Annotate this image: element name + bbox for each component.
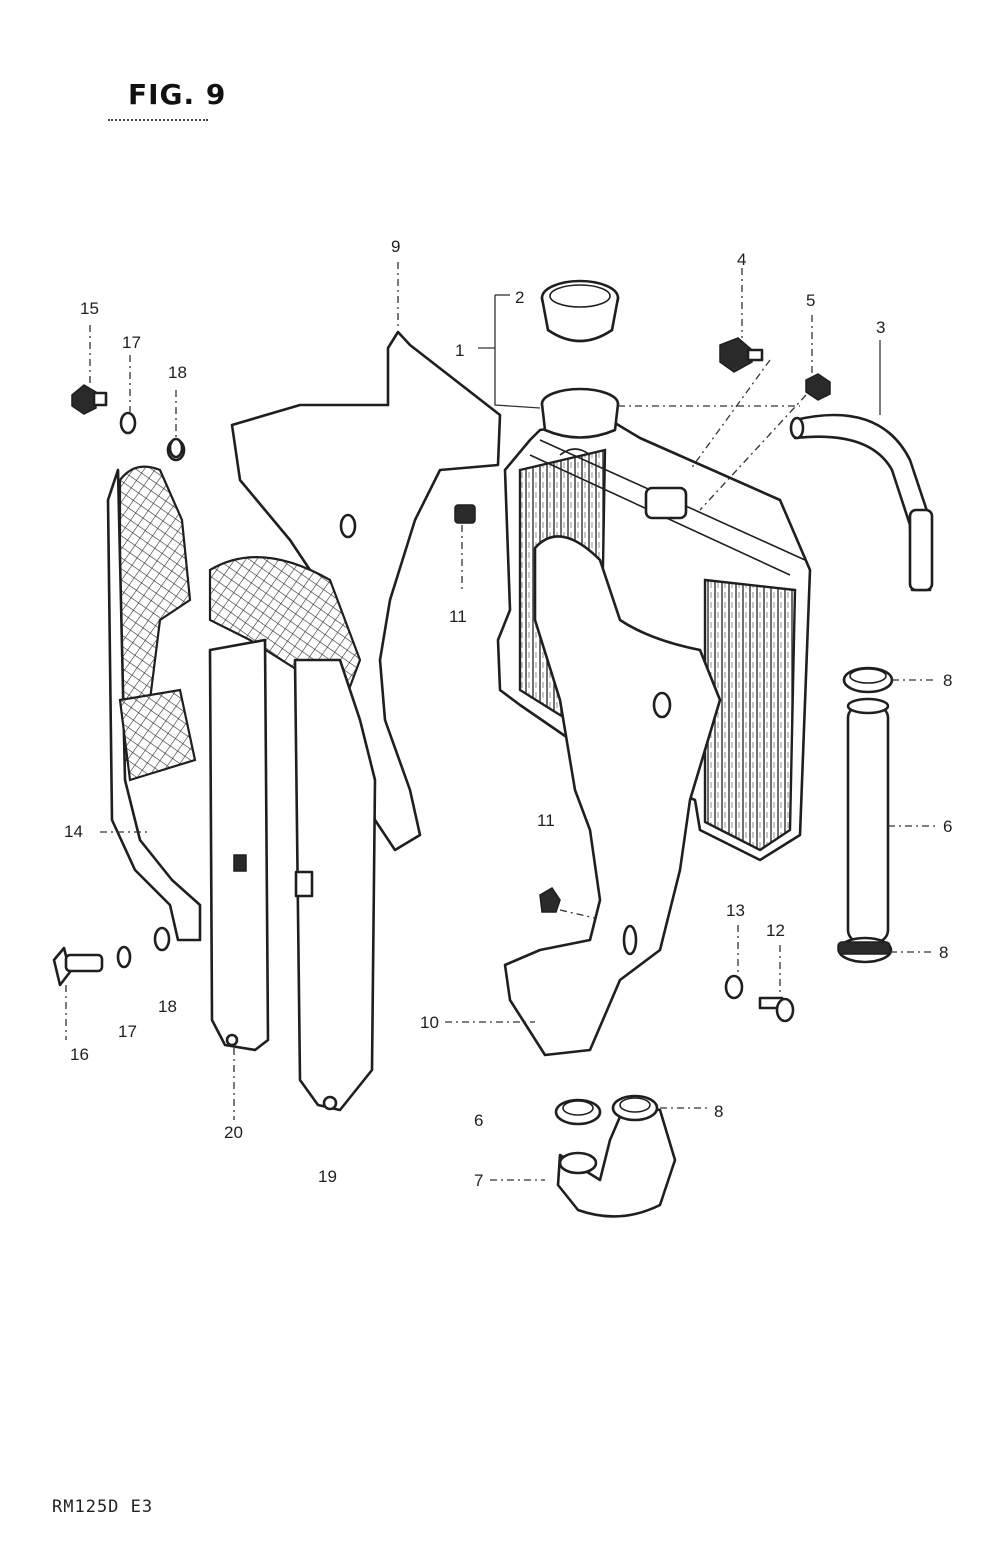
cushion-11-upper (454, 504, 476, 524)
cushion-11-lower (539, 886, 561, 913)
hose-clamp-8-mid (837, 936, 893, 964)
side-shroud-9 (230, 330, 502, 852)
model-code: RM125D E3 (52, 1497, 154, 1517)
callout-10: 10 (420, 1013, 439, 1032)
bracket-20 (208, 638, 270, 1052)
washer-18-upper (168, 437, 184, 459)
hose-clamp-8-bottom (611, 1094, 659, 1122)
callout-6-lower: 6 (474, 1111, 483, 1130)
hose-clamp-6-bottom (554, 1098, 602, 1126)
bolt-16 (52, 946, 104, 987)
callout-20: 20 (224, 1123, 243, 1142)
washer-17-lower (116, 945, 132, 969)
callout-13: 13 (726, 901, 745, 920)
radiator-shroud (503, 535, 722, 1057)
screw-12 (758, 996, 795, 1023)
callout-1: 1 (455, 341, 464, 360)
callout-17-lower: 17 (118, 1022, 137, 1041)
radiator-cap (540, 279, 620, 343)
callout-19: 19 (318, 1167, 337, 1186)
callout-5: 5 (806, 291, 815, 310)
figure-title: FIG. 9 (128, 78, 227, 111)
hose-clamp-8-top (842, 666, 894, 694)
callout-15: 15 (80, 299, 99, 318)
callout-9: 9 (391, 237, 400, 256)
callout-6-upper: 6 (943, 817, 952, 836)
callout-8-top: 8 (943, 671, 952, 690)
callout-4: 4 (737, 250, 746, 269)
title-underline (108, 119, 208, 121)
washer-13 (724, 974, 744, 1000)
leader-lines (65, 262, 935, 1181)
bracket-19 (293, 658, 377, 1112)
callout-12: 12 (766, 921, 785, 940)
callout-3: 3 (876, 318, 885, 337)
radiator-hose-3 (789, 413, 934, 592)
callout-17-upper: 17 (122, 333, 141, 352)
radiator-hose-6 (846, 697, 890, 944)
callout-8-bottom: 8 (714, 1102, 723, 1121)
washer-18-lower (153, 926, 171, 952)
callout-7: 7 (474, 1171, 483, 1190)
callout-labels: 1 2 3 4 5 6 6 7 8 8 8 9 10 11 11 12 13 1… (64, 237, 952, 1190)
callout-8-mid: 8 (939, 943, 948, 962)
nut-5 (805, 373, 831, 401)
callout-16: 16 (70, 1045, 89, 1064)
callout-18-lower: 18 (158, 997, 177, 1016)
washer-17-upper (119, 411, 137, 435)
callout-11-lower: 11 (537, 811, 555, 830)
bolt-15 (71, 384, 108, 415)
callout-2: 2 (515, 288, 524, 307)
callout-18-upper: 18 (168, 363, 187, 382)
filler-neck (540, 387, 620, 439)
screw-4 (719, 337, 764, 373)
callout-11-upper: 11 (449, 607, 467, 626)
callout-14: 14 (64, 822, 83, 841)
